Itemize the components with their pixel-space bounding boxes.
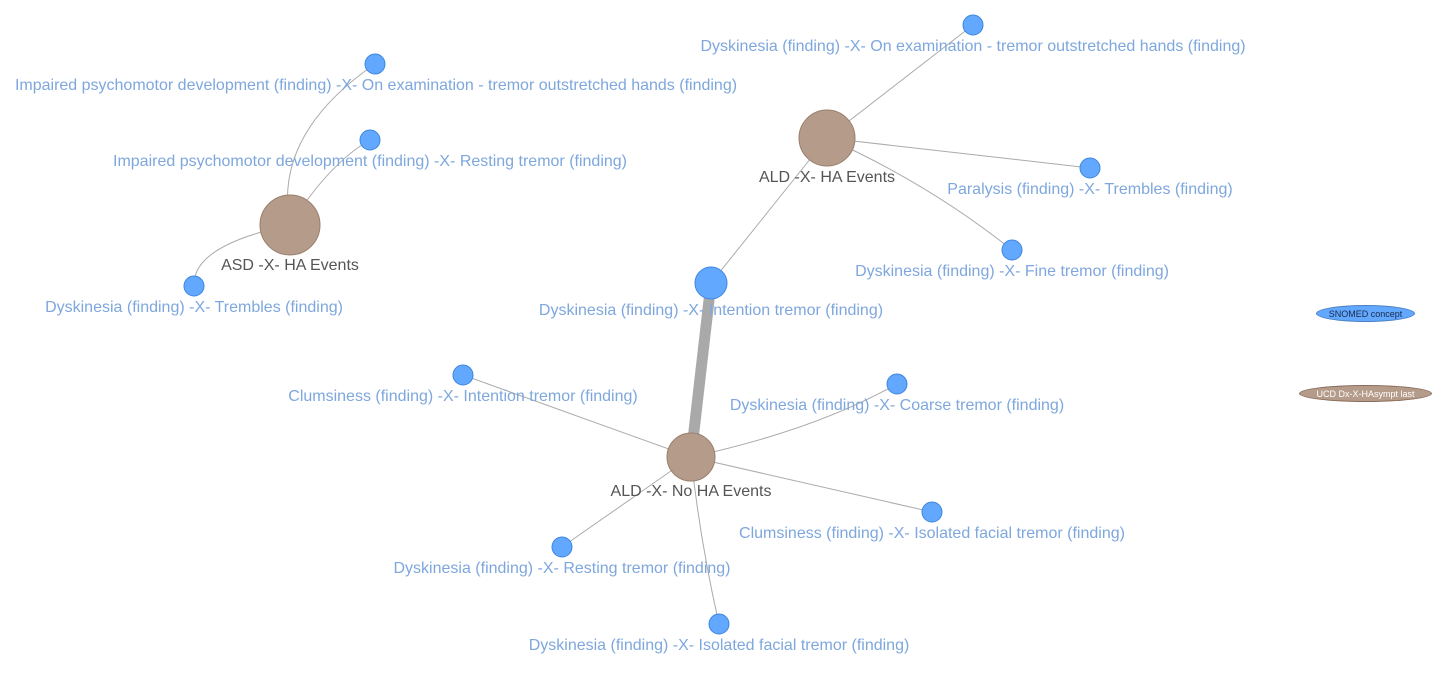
node-c12[interactable] bbox=[708, 613, 730, 635]
node-c1[interactable] bbox=[364, 53, 386, 75]
node-c3[interactable] bbox=[183, 275, 205, 297]
edge-ald_ha-c5 bbox=[826, 137, 1091, 169]
node-label-c6: Dyskinesia (finding) -X- Fine tremor (fi… bbox=[855, 263, 1169, 280]
node-c9[interactable] bbox=[886, 373, 908, 395]
node-c6[interactable] bbox=[1001, 239, 1023, 261]
node-label-c11: Dyskinesia (finding) -X- Resting tremor … bbox=[394, 560, 731, 577]
node-c4[interactable] bbox=[962, 14, 984, 36]
node-label-c4: Dyskinesia (finding) -X- On examination … bbox=[700, 38, 1245, 55]
node-ald_ha[interactable] bbox=[798, 109, 856, 167]
node-c2[interactable] bbox=[359, 129, 381, 151]
node-label-c5: Paralysis (finding) -X- Trembles (findin… bbox=[947, 181, 1232, 198]
edge-ald_noha-c9 bbox=[690, 383, 898, 458]
node-label-c3: Dyskinesia (finding) -X- Trembles (findi… bbox=[45, 299, 343, 316]
node-c11[interactable] bbox=[551, 536, 573, 558]
edge-ald_noha-c8 bbox=[462, 374, 692, 458]
node-label-c7: Dyskinesia (finding) -X- Intention tremo… bbox=[539, 302, 883, 319]
legend-group: UCD Dx-X-HAsympt last bbox=[1299, 385, 1432, 402]
nodes-layer bbox=[183, 14, 1101, 635]
node-label-ald_noha: ALD -X- No HA Events bbox=[611, 483, 772, 500]
node-label-c9: Dyskinesia (finding) -X- Coarse tremor (… bbox=[730, 397, 1064, 414]
node-label-c10: Clumsiness (finding) -X- Isolated facial… bbox=[739, 525, 1125, 542]
node-label-c2: Impaired psychomotor development (findin… bbox=[113, 153, 627, 170]
node-label-c1: Impaired psychomotor development (findin… bbox=[15, 77, 737, 94]
legend-concept: SNOMED concept bbox=[1316, 305, 1415, 322]
node-c7[interactable] bbox=[694, 266, 728, 300]
node-c5[interactable] bbox=[1079, 157, 1101, 179]
node-label-c8: Clumsiness (finding) -X- Intention tremo… bbox=[288, 388, 637, 405]
node-label-asd_ha: ASD -X- HA Events bbox=[221, 257, 359, 274]
node-c8[interactable] bbox=[452, 364, 474, 386]
node-asd_ha[interactable] bbox=[259, 194, 321, 256]
node-label-c12: Dyskinesia (finding) -X- Isolated facial… bbox=[529, 637, 910, 654]
node-label-ald_ha: ALD -X- HA Events bbox=[759, 169, 895, 186]
node-c10[interactable] bbox=[921, 501, 943, 523]
edge-ald_noha-c10 bbox=[690, 456, 933, 513]
node-ald_noha[interactable] bbox=[666, 432, 716, 482]
